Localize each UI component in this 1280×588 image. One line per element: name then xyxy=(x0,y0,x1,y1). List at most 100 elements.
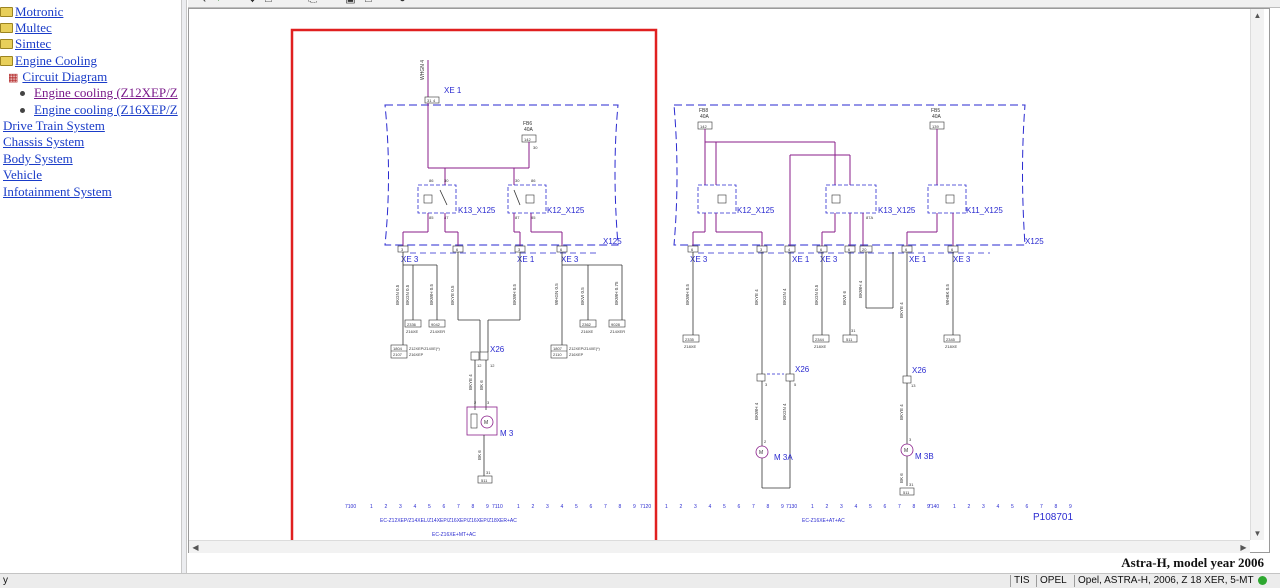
tree-link-drive-train[interactable]: Drive Train System xyxy=(3,118,105,133)
tree-link-infotainment[interactable]: Infotainment System xyxy=(3,184,112,199)
scroll-right-icon[interactable]: ▶ xyxy=(1237,541,1250,554)
tree-link-engine-cooling-z16[interactable]: Engine cooling (Z16XEP/Z xyxy=(34,102,178,117)
svg-text:BKWH 0.75: BKWH 0.75 xyxy=(614,281,619,305)
tree-link-circuit-diagram[interactable]: Circuit Diagram xyxy=(22,69,108,84)
selection-rectangle xyxy=(290,28,658,547)
scroll-down-icon[interactable]: ▼ xyxy=(1251,527,1264,540)
svg-text:40A: 40A xyxy=(932,114,942,120)
svg-text:13: 13 xyxy=(911,383,916,388)
ruler-digit: 1 xyxy=(370,504,373,510)
tree-item-motronic[interactable]: Motronic xyxy=(0,4,63,20)
ruler-digit: 3 xyxy=(982,504,985,510)
ruler-legend-1: EC-Z12XEP/Z14XEL/Z14XEP/Z16XEP/Z16XEP/Z1… xyxy=(380,518,517,524)
page-icon[interactable]: □ xyxy=(362,0,375,6)
tree-link-multec[interactable]: Multec xyxy=(15,20,52,35)
tree-link-chassis[interactable]: Chassis System xyxy=(3,134,85,149)
tree-link-simtec[interactable]: Simtec xyxy=(15,36,52,51)
svg-text:511: 511 xyxy=(846,337,853,342)
svg-text:XE 1: XE 1 xyxy=(909,255,927,264)
tree-item-engine-cooling-z12[interactable]: Engine cooling (Z12XEP/Z xyxy=(20,85,178,101)
tree-item-vehicle[interactable]: Vehicle xyxy=(3,167,42,183)
fuse-name: FB6 xyxy=(523,121,532,127)
ruler-digit: 8 xyxy=(1055,504,1058,510)
status-brand: OPEL xyxy=(1036,575,1070,587)
tree-link-body[interactable]: Body System xyxy=(3,151,73,166)
svg-text:BKYE 0.5: BKYE 0.5 xyxy=(450,285,455,305)
scroll-up-icon[interactable]: ▲ xyxy=(1251,9,1264,22)
svg-text:XE 3: XE 3 xyxy=(690,255,708,264)
svg-text:2: 2 xyxy=(474,400,477,405)
svg-text:5: 5 xyxy=(794,382,797,387)
motor-m3-frame xyxy=(466,406,498,436)
ruler-digit: 7 xyxy=(457,504,460,510)
tree-link-engine-cooling-z12[interactable]: Engine cooling (Z12XEP/Z xyxy=(34,85,178,100)
print-icon[interactable]: ⎘ xyxy=(306,0,319,6)
svg-text:M 3B: M 3B xyxy=(915,452,934,461)
tree-link-vehicle[interactable]: Vehicle xyxy=(3,167,42,182)
tree-item-engine-cooling-z16[interactable]: Engine cooling (Z16XEP/Z xyxy=(20,102,178,118)
info-icon[interactable]: ● xyxy=(396,0,409,6)
ruler-digit: 5 xyxy=(869,504,872,510)
svg-text:3: 3 xyxy=(765,382,768,387)
svg-text:Z16XEP: Z16XEP xyxy=(409,353,424,357)
ruler-digit: 4 xyxy=(997,504,1000,510)
svg-text:Z18XE: Z18XE xyxy=(814,344,827,349)
tree-item-drive-train[interactable]: Drive Train System xyxy=(3,118,105,134)
tree-item-engine-cooling[interactable]: Engine Cooling xyxy=(0,53,97,69)
svg-text:Z16XEP: Z16XEP xyxy=(569,353,584,357)
zoom-out-icon[interactable]: − xyxy=(228,0,241,6)
horizontal-scrollbar[interactable]: ◀ ▶ xyxy=(189,540,1250,554)
svg-text:3: 3 xyxy=(401,247,404,252)
svg-text:BKYE 4: BKYE 4 xyxy=(754,289,759,305)
svg-text:4: 4 xyxy=(433,98,436,103)
svg-text:6: 6 xyxy=(820,247,823,252)
pan-icon[interactable]: ✥ xyxy=(246,0,259,6)
svg-text:6: 6 xyxy=(691,247,694,252)
ruler-start-label: 7140 xyxy=(928,504,939,510)
svg-text:BKWH 4: BKWH 4 xyxy=(858,280,863,298)
ruler-digit: 8 xyxy=(619,504,622,510)
tree-item-infotainment[interactable]: Infotainment System xyxy=(3,184,112,200)
svg-text:139: 139 xyxy=(932,124,939,129)
copy-icon[interactable]: ▣ xyxy=(344,0,357,6)
bullet-icon xyxy=(20,107,25,113)
tree-item-chassis[interactable]: Chassis System xyxy=(3,134,84,150)
tree-item-simtec[interactable]: Simtec xyxy=(0,36,51,52)
vertical-scrollbar[interactable]: ▲ ▼ xyxy=(1250,9,1264,540)
ruler-digit: 1 xyxy=(953,504,956,510)
svg-text:1804: 1804 xyxy=(393,346,403,351)
svg-text:9042: 9042 xyxy=(431,322,441,327)
svg-text:2345: 2345 xyxy=(946,337,956,342)
ruler-digit: 5 xyxy=(723,504,726,510)
model-label: Astra-H, model year 2006 xyxy=(1121,555,1264,570)
relay-k12-label: K12_X125 xyxy=(547,206,585,215)
folder-icon xyxy=(0,39,13,50)
tree-item-circuit-diagram[interactable]: ▦Circuit Diagram xyxy=(8,69,107,85)
feed-wire-code: WHGN 4 xyxy=(420,60,426,80)
tree-item-body[interactable]: Body System xyxy=(3,151,73,167)
book-icon: ▦ xyxy=(8,72,19,84)
svg-text:Z16XE: Z16XE xyxy=(581,329,594,334)
svg-text:XE 3: XE 3 xyxy=(561,255,579,264)
tree-link-motronic[interactable]: Motronic xyxy=(15,4,64,19)
ruler-digit: 3 xyxy=(546,504,549,510)
pane-splitter[interactable] xyxy=(181,0,187,573)
ruler-legend-3: EC-Z16XE+AT+AC xyxy=(802,518,845,524)
svg-text:6: 6 xyxy=(951,247,954,252)
tree-link-engine-cooling[interactable]: Engine Cooling xyxy=(15,53,97,68)
scroll-left-icon[interactable]: ◀ xyxy=(189,541,202,554)
svg-text:BKYE 4: BKYE 4 xyxy=(899,302,904,318)
ruler-digit: 9 xyxy=(633,504,636,510)
svg-text:30: 30 xyxy=(444,178,449,183)
fit-icon[interactable]: □ xyxy=(262,0,275,6)
diagram-viewport[interactable] xyxy=(188,8,1270,553)
select-icon[interactable]: ↖ xyxy=(196,0,209,6)
svg-text:142: 142 xyxy=(700,124,707,129)
svg-text:6: 6 xyxy=(905,247,908,252)
zoom-in-icon[interactable]: + xyxy=(212,0,225,6)
svg-text:2362: 2362 xyxy=(582,322,592,327)
tree-item-multec[interactable]: Multec xyxy=(0,20,52,36)
ruler-digit: 9 xyxy=(1069,504,1072,510)
